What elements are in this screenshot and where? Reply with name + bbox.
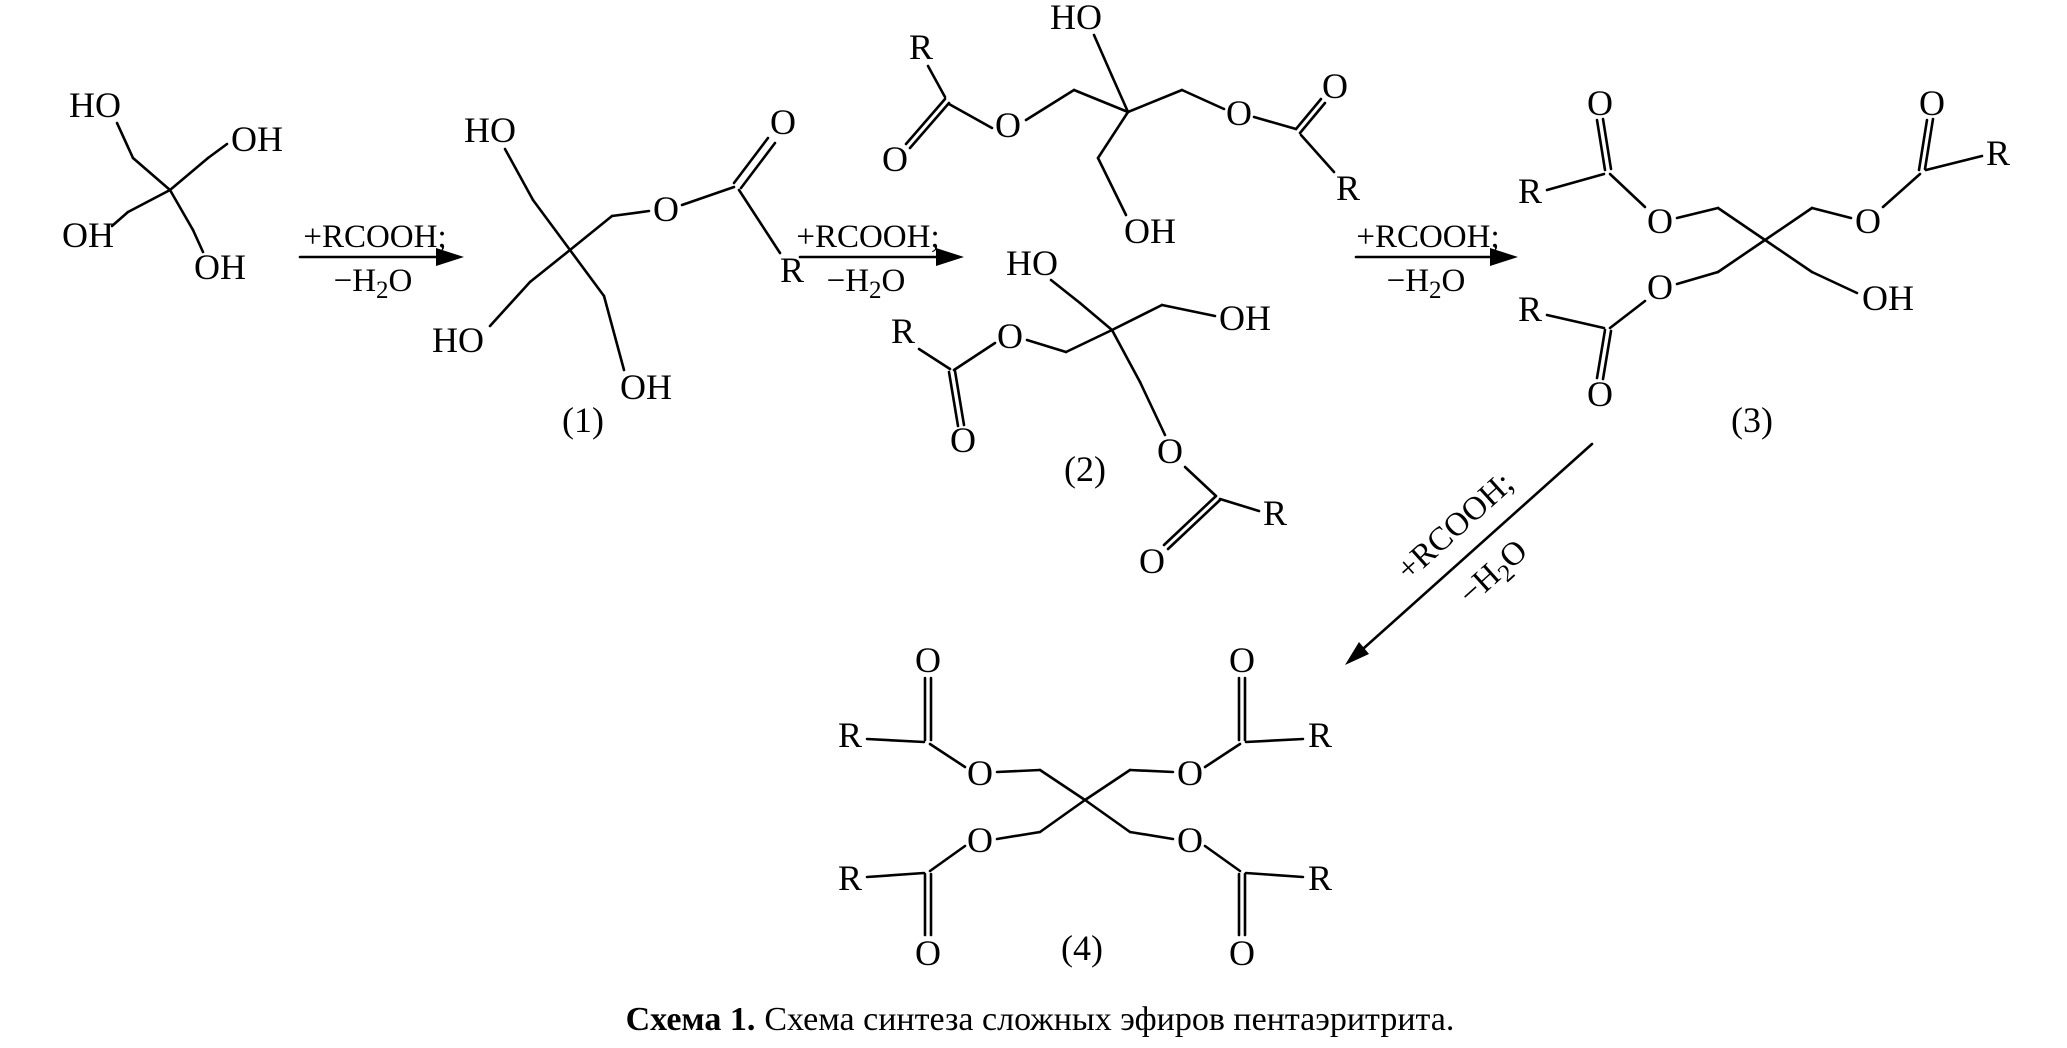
atom-label-o-carbonyl: O [1229,640,1255,680]
structure-pentaerythritol: HO OH OH OH [62,85,283,287]
structure-compound-2b: HO OH R O O O O R (2) [891,243,1287,581]
atom-label-o-ester: O [1177,820,1203,860]
byproduct-label: −H2O [334,263,413,304]
atom-label-o-ester: O [967,820,993,860]
arrow-head-icon [436,248,464,266]
atom-label-o-ester: O [1855,201,1881,241]
atom-label-oh: OH [1219,298,1271,338]
byproduct-label: −H2O [1387,263,1466,304]
atom-label-oh: OH [62,215,114,255]
reaction-arrow-2: +RCOOH; −H2O [796,219,964,304]
atom-label-o-ester: O [653,189,679,229]
atom-label-o-carbonyl: O [1587,83,1613,123]
atom-label-o-carbonyl: O [915,933,941,973]
atom-label-o-ester: O [1226,93,1252,133]
r-group-label: R [838,858,862,898]
compound-2b-bonds [917,278,1261,551]
reagent-label: +RCOOH; [303,219,446,255]
atom-label-ho: HO [464,110,516,150]
atom-label-oh: OH [620,367,672,407]
arrow-head-icon [936,248,964,266]
atom-label-o-carbonyl: O [1139,541,1165,581]
arrow-head-icon [1490,248,1518,266]
scheme-caption: Схема 1.Схема синтеза сложных эфиров пен… [626,1001,1455,1038]
byproduct-label: −H2O [827,263,906,304]
atom-label-o-carbonyl: O [1919,83,1945,123]
compound-4-bonds [865,676,1305,937]
atom-label-oh: OH [1862,278,1914,318]
atom-label-oh: OH [1124,211,1176,251]
atom-label-ho: HO [1006,243,1058,283]
caption-title: Схема 1. [626,1001,756,1038]
r-group-label: R [1986,133,2010,173]
compound-3-bonds [1545,117,1984,381]
pentaerythritol-bonds [110,121,229,254]
atom-label-o-carbonyl: O [1229,933,1255,973]
r-group-label: R [1336,168,1360,208]
atom-label-o-ester: O [1157,431,1183,471]
r-group-label: R [838,715,862,755]
structure-compound-3: R O O O O R O O R OH (3) [1518,83,2010,440]
r-group-label: R [1518,171,1542,211]
compound-number-2: (2) [1064,449,1106,489]
r-group-label: R [1518,289,1542,329]
r-group-label: R [909,27,933,67]
arrow-line [1362,442,1594,650]
compound-number-4: (4) [1061,928,1103,968]
compound-number-1: (1) [562,400,604,440]
atom-label-o-carbonyl: O [950,420,976,460]
reaction-arrow-1: +RCOOH; −H2O [298,219,464,304]
arrow-head-icon [1345,642,1369,665]
reaction-arrow-4: +RCOOH; −H2O [1345,442,1594,665]
r-group-label: R [891,311,915,351]
atom-label-oh: OH [231,119,283,159]
atom-label-o-ester: O [967,753,993,793]
atom-label-ho: HO [69,85,121,125]
reagent-label: +RCOOH; [1356,219,1499,255]
atom-label-o-carbonyl: O [915,640,941,680]
atom-label-o-carbonyl: O [882,139,908,179]
compound-1-bonds [488,136,782,372]
r-group-label: R [1263,493,1287,533]
byproduct-label: −H2O [1452,533,1538,616]
atom-label-o-carbonyl: O [1322,66,1348,106]
r-group-label: R [1308,715,1332,755]
atom-label-o-ester: O [1647,267,1673,307]
caption-text: Схема синтеза сложных эфиров пентаэритри… [764,1001,1454,1038]
atom-label-oh: OH [194,247,246,287]
reaction-arrow-3: +RCOOH; −H2O [1354,219,1518,304]
compound-number-3: (3) [1731,400,1773,440]
atom-label-o-ester: O [1647,201,1673,241]
structure-compound-1: HO O O R HO OH (1) [432,102,804,440]
atom-label-o-carbonyl: O [1587,374,1613,414]
atom-label-ho: HO [1050,0,1102,37]
atom-label-o-carbonyl: O [770,102,796,142]
atom-label-o-ester: O [1177,753,1203,793]
r-group-label: R [1308,858,1332,898]
structure-compound-4: O O O O O O O O R R R R (4) [838,640,1332,973]
structure-compound-2a: HO R O O O O R OH [882,0,1360,251]
compound-2a-bonds [904,33,1336,217]
atom-label-o-ester: O [995,105,1021,145]
atom-label-ho: HO [432,320,484,360]
reagent-label: +RCOOH; [796,219,939,255]
atom-label-o-ester: O [997,316,1023,356]
